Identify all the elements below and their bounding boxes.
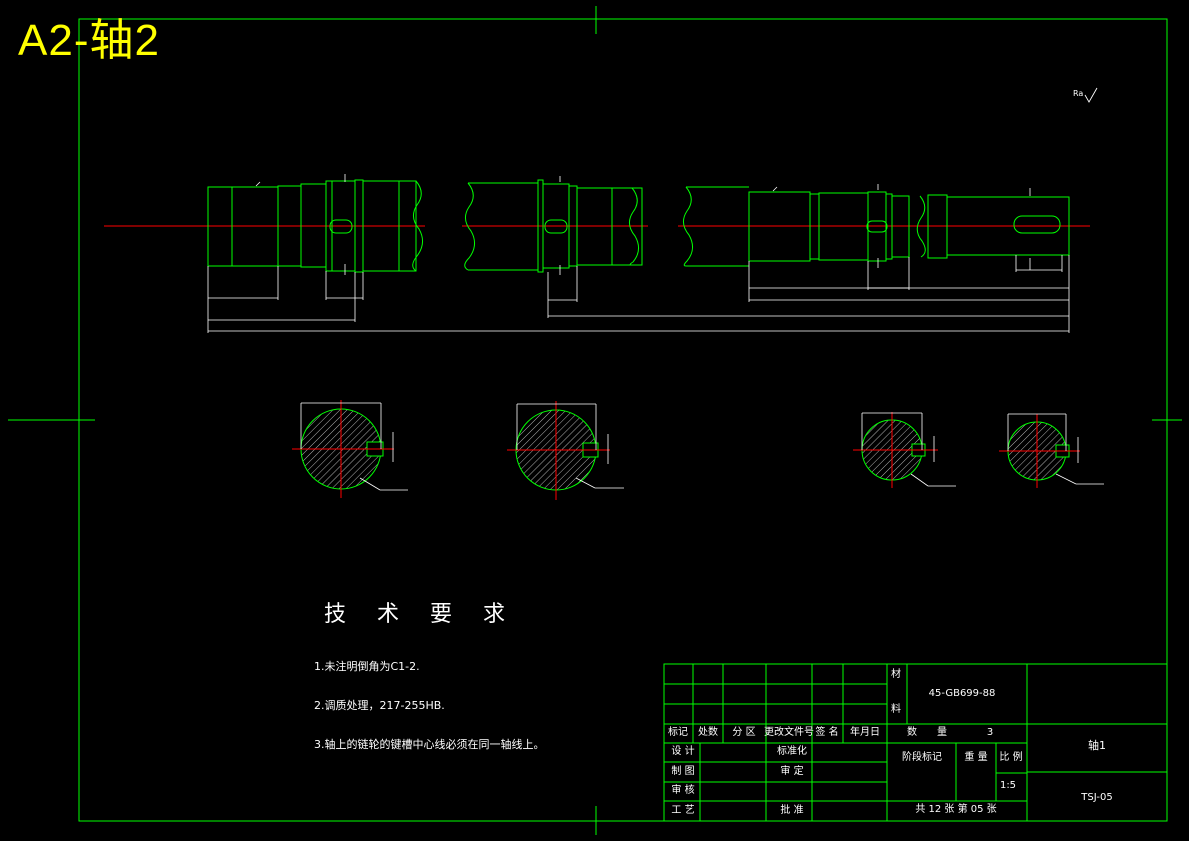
technical-requirements-heading: 技 术 要 求 bbox=[324, 602, 517, 627]
approval-standardization: 标准化 bbox=[777, 746, 807, 757]
quantity-value: 3 bbox=[986, 727, 994, 738]
technical-requirements: 技 术 要 求 1.未注明倒角为C1-2. 2.调质处理，217-255HB. … bbox=[314, 596, 545, 775]
sheet-count: 共 12 张 第 05 张 bbox=[915, 804, 997, 815]
cross-section-4 bbox=[999, 413, 1104, 488]
requirement-note-2: 2.调质处理，217-255HB. bbox=[314, 699, 445, 712]
material-value: 45-GB699-88 bbox=[928, 688, 996, 699]
role-process: 工 艺 bbox=[671, 805, 695, 816]
title-block-grid bbox=[663, 663, 1168, 822]
role-review: 审 核 bbox=[671, 785, 695, 796]
role-drafting: 制 图 bbox=[671, 766, 695, 777]
revision-header-sign: 签 名 bbox=[815, 727, 839, 738]
surface-roughness-label: Ra bbox=[1073, 89, 1084, 98]
approval-final-review: 审 定 bbox=[780, 766, 804, 777]
approval-approve: 批 准 bbox=[780, 805, 804, 816]
scale-value: 1:5 bbox=[999, 780, 1017, 791]
material-label-2: 料 bbox=[891, 704, 901, 715]
shaft-front-view bbox=[104, 174, 1090, 333]
weight-label: 重 量 bbox=[964, 752, 988, 763]
stage-label: 阶段标记 bbox=[902, 752, 942, 763]
revision-header-doc: 更改文件号 bbox=[764, 727, 814, 738]
scale-label: 比 例 bbox=[999, 752, 1023, 763]
drawing-frame bbox=[8, 6, 1182, 835]
cross-section-3 bbox=[853, 412, 956, 488]
revision-header-date: 年月日 bbox=[850, 727, 880, 738]
role-design: 设 计 bbox=[671, 746, 695, 757]
revision-header-mark: 标记 bbox=[668, 727, 688, 738]
cross-section-1 bbox=[292, 400, 408, 498]
requirement-note-3: 3.轴上的链轮的键槽中心线必须在同一轴线上。 bbox=[314, 738, 545, 751]
sheet-title: A2-轴2 bbox=[18, 16, 160, 65]
requirement-note-1: 1.未注明倒角为C1-2. bbox=[314, 660, 420, 673]
quantity-label: 数 量 bbox=[907, 727, 947, 738]
revision-header-count: 处数 bbox=[698, 727, 718, 738]
material-label-1: 材 bbox=[891, 669, 901, 680]
shaft-outline bbox=[207, 179, 1070, 273]
shaft-dimensions bbox=[207, 174, 1070, 333]
surface-roughness-icon bbox=[1084, 87, 1098, 103]
drawing-number: TSJ-05 bbox=[1081, 792, 1113, 803]
cross-section-2 bbox=[507, 401, 624, 500]
part-name: 轴1 bbox=[1088, 739, 1106, 752]
revision-header-zone: 分 区 bbox=[732, 727, 756, 738]
